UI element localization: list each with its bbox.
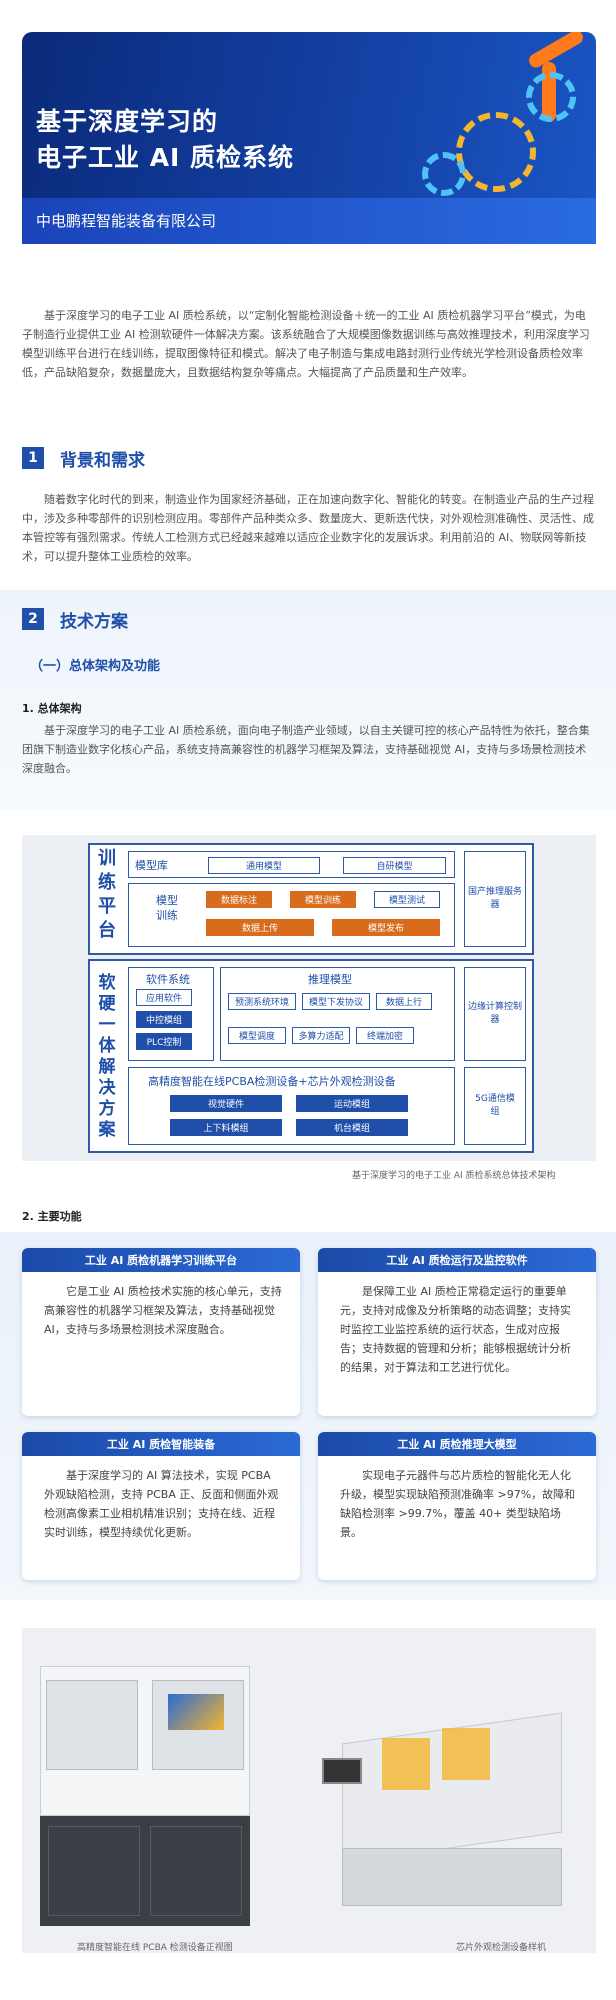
company-bar: 中电鹏程智能装备有限公司 bbox=[22, 198, 596, 244]
data-label-box: 数据标注 bbox=[206, 891, 272, 908]
data-up-box: 数据上行 bbox=[376, 993, 432, 1010]
vision-box: 视觉硬件 bbox=[170, 1095, 282, 1112]
software-system-label: 软件系统 bbox=[146, 973, 190, 986]
card-body: 它是工业 AI 质检技术实施的核心单元，支持高兼容性的机器学习框架及算法，支持基… bbox=[44, 1285, 282, 1336]
robot-arm-icon bbox=[526, 32, 586, 71]
training-platform-label: 训练平台 bbox=[98, 848, 116, 941]
multi-box: 多算力适配 bbox=[292, 1027, 350, 1044]
motion-box: 运动模组 bbox=[296, 1095, 408, 1112]
pcba-inspection-machine-image bbox=[40, 1666, 250, 1931]
encrypt-box: 终端加密 bbox=[356, 1027, 414, 1044]
architecture-heading: 1. 总体架构 bbox=[22, 702, 82, 715]
custom-model-box: 自研模型 bbox=[343, 857, 446, 874]
architecture-diagram: 训练平台 模型库 通用模型 自研模型 模型训练 数据标注 模型训练 模型测试 数… bbox=[22, 835, 596, 1161]
general-model-box: 通用模型 bbox=[208, 857, 320, 874]
inference-server-box: 国产推理服务器 bbox=[464, 851, 526, 947]
model-library-label: 模型库 bbox=[135, 859, 168, 872]
page-title: 基于深度学习的 电子工业 AI 质检系统 bbox=[36, 107, 295, 172]
function-card: 工业 AI 质检机器学习训练平台 它是工业 AI 质检技术实施的核心单元，支持高… bbox=[22, 1248, 300, 1416]
card-title: 工业 AI 质检智能装备 bbox=[22, 1432, 300, 1456]
architecture-paragraph: 基于深度学习的电子工业 AI 质检系统，面向电子制造产业领域，以自主关键可控的核… bbox=[22, 724, 590, 775]
header-banner: 基于深度学习的 电子工业 AI 质检系统 中电鹏程智能装备有限公司 bbox=[22, 32, 596, 244]
diagram-caption: 基于深度学习的电子工业 AI 质检系统总体技术架构 bbox=[352, 1171, 556, 1181]
equipment-title: 高精度智能在线PCBA检测设备+芯片外观检测设备 bbox=[148, 1075, 396, 1088]
section-title: 技术方案 bbox=[60, 611, 128, 632]
function-card: 工业 AI 质检运行及监控软件 是保障工业 AI 质检正常稳定运行的重要单元，支… bbox=[318, 1248, 596, 1416]
company-name: 中电鹏程智能装备有限公司 bbox=[36, 212, 217, 230]
platform-box: 机台模组 bbox=[296, 1119, 408, 1136]
background-paragraph: 随着数字化时代的到来，制造业作为国家经济基础，正在加速向数字化、智能化的转变。在… bbox=[22, 493, 594, 563]
section-title: 背景和需求 bbox=[60, 450, 145, 471]
subsection-heading: （一）总体架构及功能 bbox=[30, 659, 161, 674]
functions-heading: 2. 主要功能 bbox=[22, 1210, 82, 1223]
card-body: 是保障工业 AI 质检正常稳定运行的重要单元，支持对成像及分析策略的动态调整；支… bbox=[340, 1285, 571, 1374]
card-title: 工业 AI 质检推理大模型 bbox=[318, 1432, 596, 1456]
section-2-heading: 2 技术方案 bbox=[22, 606, 128, 632]
section-number: 1 bbox=[22, 447, 44, 469]
control-box: 中控模组 bbox=[136, 1011, 192, 1028]
section-number: 2 bbox=[22, 608, 44, 630]
gear-icon bbox=[422, 152, 466, 196]
gear-icon bbox=[456, 112, 536, 192]
function-card: 工业 AI 质检推理大模型 实现电子元器件与芯片质检的智能化无人化升级，模型实现… bbox=[318, 1432, 596, 1580]
publish-box: 模型发布 bbox=[332, 919, 440, 936]
tune-box: 模型调度 bbox=[228, 1027, 286, 1044]
inference-model-label: 推理模型 bbox=[308, 973, 352, 986]
solution-label: 软硬一体解决方案 bbox=[98, 973, 116, 1140]
function-card: 工业 AI 质检智能装备 基于深度学习的 AI 算法技术，实现 PCBA 外观缺… bbox=[22, 1432, 300, 1580]
left-photo-caption: 高精度智能在线 PCBA 检测设备正视图 bbox=[77, 1943, 233, 1953]
intro-paragraph: 基于深度学习的电子工业 AI 质检系统，以“定制化智能检测设备＋统一的工业 AI… bbox=[22, 309, 590, 379]
card-body: 基于深度学习的 AI 算法技术，实现 PCBA 外观缺陷检测，支持 PCBA 正… bbox=[44, 1469, 279, 1539]
gear-icon bbox=[526, 72, 576, 122]
card-title: 工业 AI 质检运行及监控软件 bbox=[318, 1248, 596, 1272]
model-training-label: 模型训练 bbox=[156, 894, 178, 922]
plc-box: PLC控制 bbox=[136, 1033, 192, 1050]
edge-controller-box: 边缘计算控制器 bbox=[464, 967, 526, 1061]
chip-inspection-machine-image bbox=[322, 1698, 582, 1918]
train-box: 模型训练 bbox=[290, 891, 356, 908]
deploy-box: 模型下发协议 bbox=[302, 993, 370, 1010]
5g-module-box: 5G通信模组 bbox=[464, 1067, 526, 1145]
test-box: 模型测试 bbox=[374, 891, 440, 908]
card-title: 工业 AI 质检机器学习训练平台 bbox=[22, 1248, 300, 1272]
loader-box: 上下料模组 bbox=[170, 1119, 282, 1136]
inference-model-box bbox=[220, 967, 455, 1061]
right-photo-caption: 芯片外观检测设备样机 bbox=[456, 1943, 547, 1953]
upload-box: 数据上传 bbox=[206, 919, 314, 936]
app-box: 应用软件 bbox=[136, 989, 192, 1006]
card-body: 实现电子元器件与芯片质检的智能化无人化升级，模型实现缺陷预测准确率 >97%，故… bbox=[340, 1469, 576, 1539]
env-box: 预测系统环境 bbox=[228, 993, 296, 1010]
equipment-photos: 高精度智能在线 PCBA 检测设备正视图 芯片外观检测设备样机 bbox=[22, 1628, 596, 1953]
section-1-heading: 1 背景和需求 bbox=[22, 445, 145, 471]
section-2-band bbox=[0, 590, 616, 810]
